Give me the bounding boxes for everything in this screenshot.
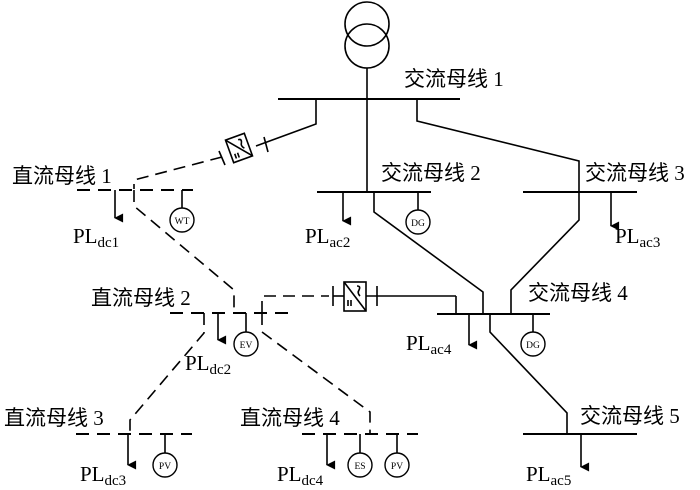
ac-bus-5-label: 交流母线 5 xyxy=(580,404,680,428)
line-ac2-ac4 xyxy=(373,192,484,314)
line-dc1-dc2 xyxy=(133,190,235,312)
svg-text:WT: WT xyxy=(175,217,190,227)
svg-text:ES: ES xyxy=(354,462,365,472)
svg-text:DG: DG xyxy=(411,219,425,229)
energy-storage-icon: ES xyxy=(347,452,373,478)
diesel-generator-icon: DG xyxy=(405,209,431,235)
dc-bus-4-label: 直流母线 4 xyxy=(240,406,340,430)
load-label-dc4: PLdc4 xyxy=(277,462,324,489)
photovoltaic-icon: PV xyxy=(384,452,410,478)
electric-vehicle-icon: EV xyxy=(233,331,259,357)
load-label-dc1: PLdc1 xyxy=(73,224,119,251)
load-label-ac5: PLac5 xyxy=(526,462,571,489)
load-label-ac2: PLac2 xyxy=(305,224,350,251)
transformer-icon xyxy=(344,1,390,69)
line-dc2-dc3 xyxy=(129,313,205,434)
load-label-dc3: PLdc3 xyxy=(80,462,126,489)
svg-text:PV: PV xyxy=(391,462,403,472)
line-conv1-dc1 xyxy=(133,156,223,189)
diesel-generator-icon: DG xyxy=(520,331,546,357)
svg-text:DG: DG xyxy=(526,341,540,351)
load-label-ac4: PLac4 xyxy=(406,331,452,358)
converter-ac-dc-icon xyxy=(224,132,254,164)
ac-bus-2-label: 交流母线 2 xyxy=(381,161,481,185)
svg-text:PV: PV xyxy=(159,462,171,472)
line-ac1-ac3 xyxy=(416,99,580,192)
load-label-ac3: PLac3 xyxy=(615,224,660,251)
load-label-dc2: PLdc2 xyxy=(185,351,231,378)
svg-text:EV: EV xyxy=(240,341,253,351)
line-dc2-conv2 xyxy=(261,295,329,313)
line-dc2-dc4 xyxy=(261,313,371,434)
wind-turbine-icon: WT xyxy=(169,207,195,233)
dc-bus-3-label: 直流母线 3 xyxy=(4,406,104,430)
ac-bus-3-label: 交流母线 3 xyxy=(585,161,685,185)
dc-bus-2-label: 直流母线 2 xyxy=(91,286,191,310)
ac-bus-4-label: 交流母线 4 xyxy=(528,281,628,305)
line-ac4-ac5 xyxy=(489,314,568,434)
breaker-tick xyxy=(218,150,226,166)
line-ac1-conv1 xyxy=(255,99,317,147)
ac-bus-1-label: 交流母线 1 xyxy=(404,67,504,91)
line-ac3-ac4 xyxy=(510,192,580,314)
photovoltaic-icon: PV xyxy=(152,452,178,478)
breaker-tick xyxy=(263,136,269,153)
dc-bus-1-label: 直流母线 1 xyxy=(12,164,112,188)
converter-ac-dc-icon xyxy=(343,281,367,312)
